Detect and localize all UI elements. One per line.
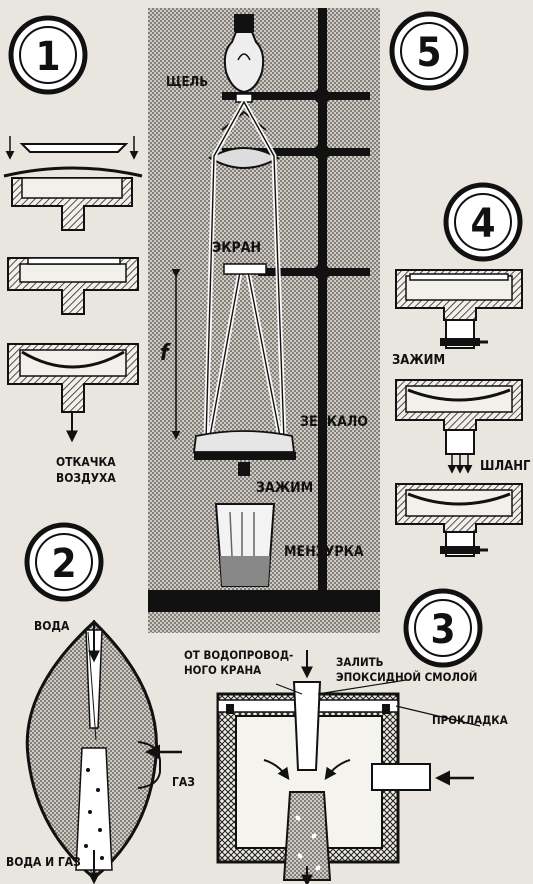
label-hose: ШЛАНГ bbox=[480, 459, 531, 474]
label-clamp-right: ЗАЖИМ bbox=[392, 353, 445, 368]
step-1-badge: 1 bbox=[8, 15, 88, 95]
svg-text:1: 1 bbox=[35, 34, 60, 80]
step-4-dish-c bbox=[395, 483, 523, 557]
step-3-badge: 3 bbox=[403, 588, 483, 668]
measuring-beaker bbox=[214, 503, 276, 587]
optical-bench-panel bbox=[148, 8, 380, 633]
label-water: ВОДА bbox=[34, 619, 70, 633]
label-fill-2: ЭПОКСИДНОЙ СМОЛОЙ bbox=[336, 669, 477, 684]
svg-text:4: 4 bbox=[470, 201, 495, 247]
label-air-pump-1: ОТКАЧКА bbox=[56, 455, 116, 469]
step-5-badge: 5 bbox=[389, 11, 469, 91]
step-1-mold-c bbox=[7, 343, 139, 443]
lens bbox=[208, 147, 280, 169]
label-screen: ЭКРАН bbox=[212, 240, 261, 256]
step-2-badge: 2 bbox=[24, 522, 104, 602]
svg-text:5: 5 bbox=[416, 30, 441, 76]
label-fill-1: ЗАЛИТЬ bbox=[336, 655, 384, 669]
label-slit: ЩЕЛЬ bbox=[166, 75, 208, 90]
mirror-blank bbox=[192, 430, 296, 453]
label-from-tap-1: ОТ ВОДОПРОВОД- bbox=[184, 648, 293, 662]
step-4-dish-a bbox=[395, 269, 523, 349]
screen-plate bbox=[223, 263, 267, 275]
label-beaker: МЕНЗУРКА bbox=[284, 544, 364, 560]
label-water-and-gas: ВОДА И ГАЗ bbox=[6, 855, 81, 869]
clamp-center bbox=[238, 462, 250, 476]
light-bulb bbox=[223, 14, 265, 94]
label-focal-length: f bbox=[160, 341, 171, 366]
label-gasket: ПРОКЛАДКА bbox=[432, 713, 508, 727]
label-from-tap-2: НОГО КРАНА bbox=[184, 663, 261, 677]
label-air-pump-2: ВОЗДУХА bbox=[56, 471, 116, 485]
label-clamp-center: ЗАЖИМ bbox=[256, 480, 313, 496]
step-4-dish-b bbox=[395, 379, 523, 474]
step-1-mold-b bbox=[7, 257, 139, 315]
label-mirror: ЗЕРКАЛО bbox=[300, 414, 368, 430]
step-1-mold-a bbox=[3, 136, 143, 231]
step-4-badge: 4 bbox=[443, 182, 523, 262]
svg-text:2: 2 bbox=[51, 541, 76, 587]
slit bbox=[235, 93, 253, 103]
label-gas: ГАЗ bbox=[172, 775, 195, 789]
step-2-ejector bbox=[25, 619, 182, 884]
step-3-aspirator bbox=[216, 650, 474, 884]
svg-text:3: 3 bbox=[430, 607, 455, 653]
